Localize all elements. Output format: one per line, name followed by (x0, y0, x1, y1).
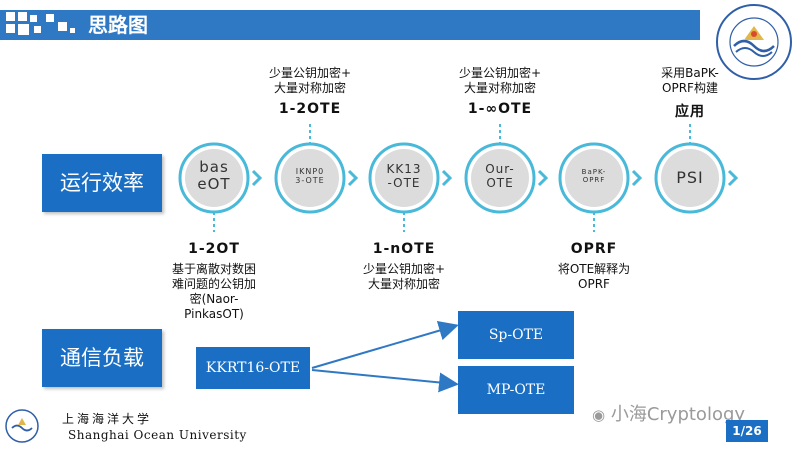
header-squares-decoration (6, 12, 76, 38)
flow-node-our-ote (464, 124, 536, 214)
base-note: 基于离散对数困 难问题的公钥加 密(Naor- PinkasOT) (171, 262, 256, 321)
efficiency-category-box: 运行效率 (42, 154, 162, 212)
kkrt16-ote-box: KKRT16-OTE (196, 347, 310, 389)
node-label-our: Our-OTE (485, 162, 515, 190)
psi-note-title: 应用 (675, 104, 705, 120)
sp-ote-box: Sp-OTE (458, 311, 574, 359)
footer-university-en: Shanghai Ocean University (68, 428, 247, 442)
mp-ote-box: MP-OTE (458, 366, 574, 414)
node-label-bapk: BaPK-OPRF (581, 168, 607, 185)
flow-node-kk13 (368, 142, 440, 232)
oprf-note-title: OPRF (570, 241, 618, 257)
flow-node-bapk-oprf (558, 142, 630, 232)
iknp-note: 少量公钥加密+大量对称加密 (268, 66, 352, 95)
watermark: ◉ 小海Cryptology (592, 404, 746, 425)
comm-arrow-mp (311, 369, 459, 393)
university-seal-icon (716, 4, 792, 80)
psi-note: 采用BaPK-OPRF构建 (661, 66, 719, 95)
page-number: 1/26 (726, 420, 768, 442)
communication-category-box: 通信负载 (42, 329, 162, 387)
header-bar (0, 10, 700, 40)
our-note-title: 1-∞OTE (467, 101, 533, 117)
flow-node-base-ot (178, 142, 250, 232)
flow-node-psi (654, 124, 726, 214)
kk13-note-title: 1-nOTE (372, 241, 436, 257)
flow-chevrons (251, 169, 739, 187)
node-label-psi: PSI (676, 168, 704, 187)
iknp-note-title: 1-2OTE (278, 101, 342, 117)
our-note: 少量公钥加密+大量对称加密 (458, 66, 542, 95)
footer-seal-icon (5, 409, 39, 443)
page-title: 思路图 (88, 13, 148, 37)
comm-arrow-sp (311, 320, 459, 369)
kk13-note: 少量公钥加密+大量对称加密 (362, 262, 446, 291)
footer-university-cn: 上海海洋大学 (62, 412, 153, 426)
base-note-title: 1-2OT (188, 241, 240, 257)
node-label-kk13: KK13-OTE (386, 162, 422, 190)
flow-node-iknp (274, 124, 346, 214)
wechat-icon: ◉ (592, 406, 606, 424)
